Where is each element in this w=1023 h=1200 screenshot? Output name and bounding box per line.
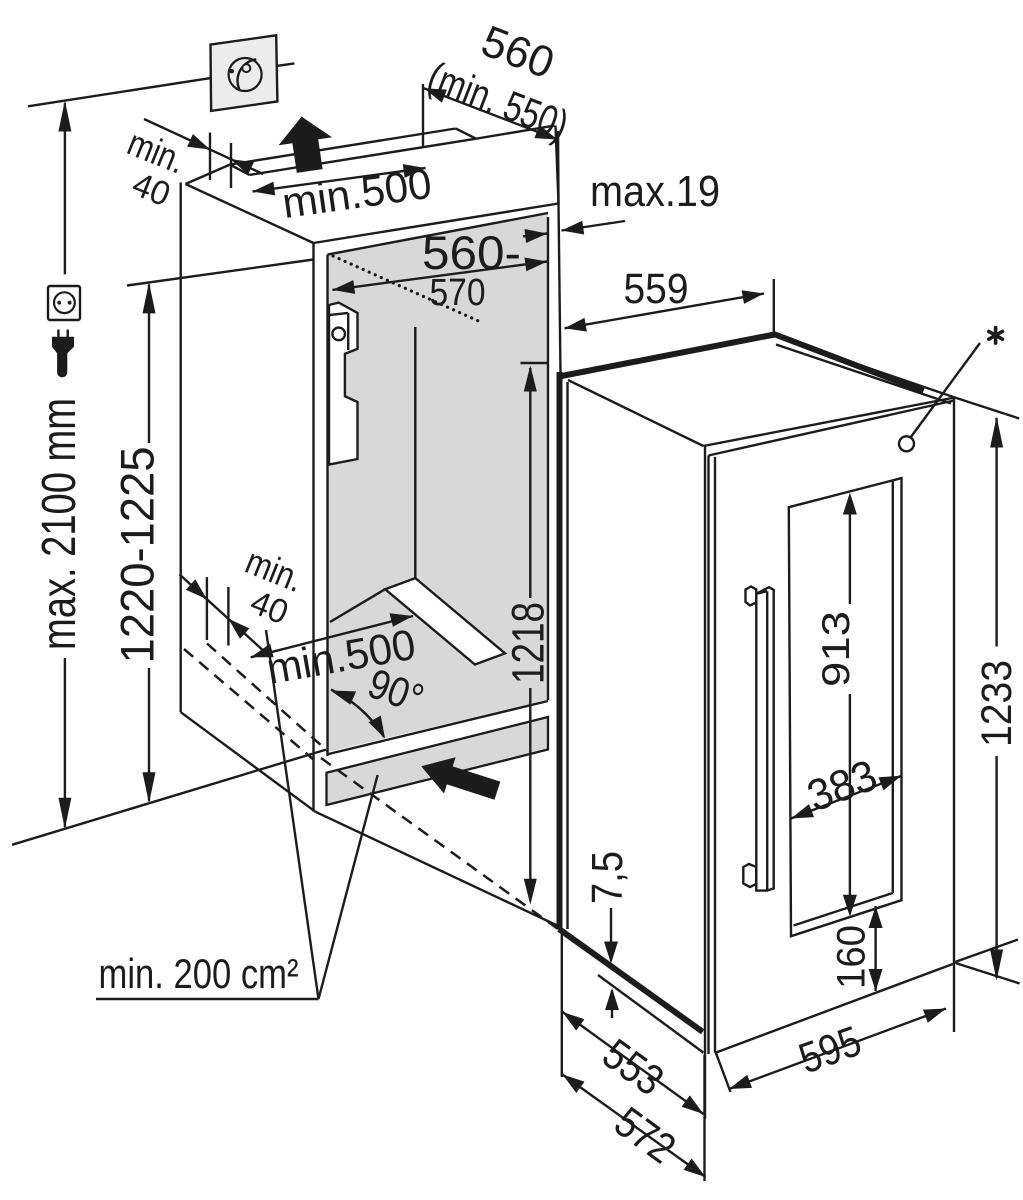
svg-text:1233: 1233 [973, 660, 1021, 747]
svg-text:560-: 560- [422, 226, 521, 279]
svg-text:max. 2100 mm: max. 2100 mm [33, 398, 86, 650]
svg-text:min. 200 cm²: min. 200 cm² [99, 950, 299, 997]
svg-text:570: 570 [430, 272, 486, 314]
svg-text:max.19: max.19 [590, 167, 720, 216]
svg-text:1220-1225: 1220-1225 [111, 447, 164, 664]
svg-text:1218: 1218 [503, 602, 554, 684]
svg-text:160: 160 [830, 925, 874, 989]
svg-text:7,5: 7,5 [583, 851, 632, 904]
svg-text:559: 559 [624, 265, 689, 313]
svg-text:913: 913 [815, 611, 858, 687]
